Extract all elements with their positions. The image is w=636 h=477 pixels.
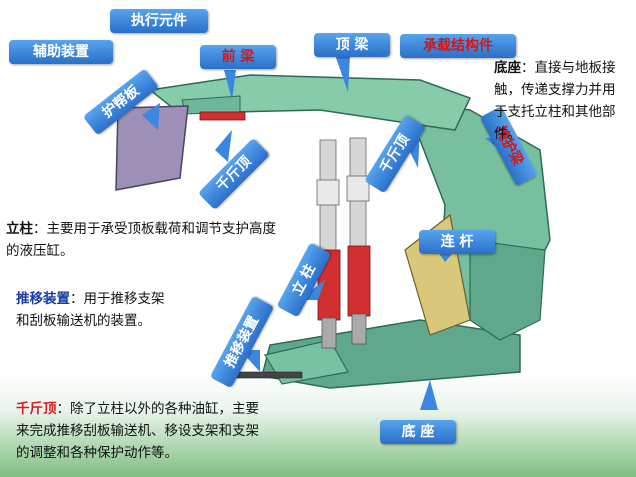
callout-front-beam: 前 梁: [200, 45, 276, 69]
callout-connecting-rod: 连 杆: [419, 230, 495, 254]
column-right: [346, 137, 371, 345]
callout-auxiliary-devices: 辅助装置: [9, 40, 113, 64]
column-left: [316, 139, 341, 349]
text-column: ：主要用于承受顶板载荷和调节支护高度的液压缸。: [6, 221, 276, 259]
rear-link-body: [469, 239, 546, 341]
description-push-device: 推移装置：用于推移支架和刮板输送机的装置。: [16, 288, 166, 332]
description-jack: 千斤顶：除了立柱以外的各种油缸，主要来完成推移刮板输送机、移设支架和支架的调整和…: [16, 398, 272, 464]
callout-execution-elements: 执行元件: [110, 9, 208, 33]
description-column: 立柱：主要用于承受顶板载荷和调节支护高度的液压缸。: [6, 218, 276, 262]
term-push-device: 推移装置: [16, 291, 70, 307]
callout-top-beam: 顶 梁: [314, 33, 390, 57]
text-push-device: ：用于推移支架和刮板输送机的装置。: [16, 291, 165, 329]
callout-load-bearing-structure: 承载结构件: [400, 34, 516, 58]
guard-plate: [115, 105, 189, 191]
push-rod: [231, 371, 303, 379]
term-base: 底座: [494, 60, 521, 76]
front-jack: [199, 111, 246, 121]
term-column: 立柱: [6, 221, 33, 237]
callout-base: 底 座: [380, 420, 456, 444]
term-jack: 千斤顶: [16, 401, 57, 417]
description-base: 底座：直接与地板接触，传递支撑力并用于支托立柱和其他部件。: [494, 57, 628, 145]
text-jack: ：除了立柱以外的各种油缸，主要来完成推移刮板输送机、移设支架和支架的调整和各种保…: [16, 401, 259, 461]
text-base: ：直接与地板接触，传递支撑力并用于支托立柱和其他部件。: [494, 60, 616, 142]
